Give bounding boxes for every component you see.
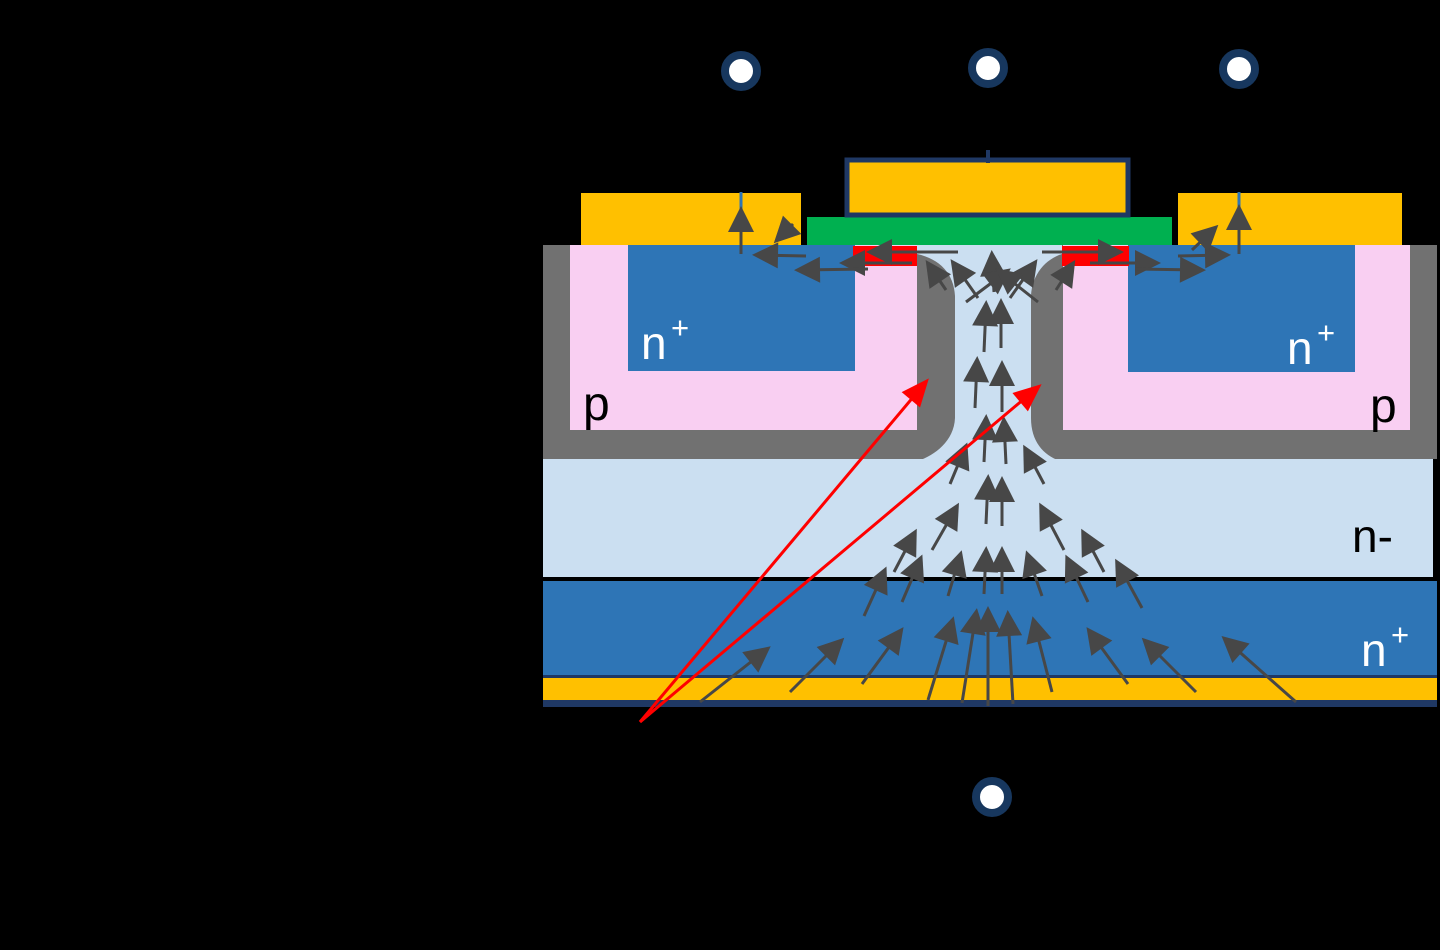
source-contact-right — [1178, 193, 1402, 245]
n-drift-layer — [543, 459, 1433, 577]
label-n-plus-right: n — [1287, 322, 1313, 374]
n-plus-substrate — [543, 581, 1437, 675]
label-n-plus-substrate: n — [1361, 624, 1387, 676]
n-drift-right-edge — [1433, 459, 1437, 577]
gate-oxide-layer — [807, 217, 1172, 245]
label-n-plus-substrate-sup: + — [1391, 617, 1409, 652]
gate-electrode — [844, 157, 1131, 218]
terminal-circle-source-left — [721, 51, 761, 91]
substrate-contact-boundary — [543, 675, 1437, 678]
label-n-plus-left: n — [641, 317, 667, 369]
label-n-plus-right-sup: + — [1317, 315, 1335, 350]
label-p-left: p — [583, 378, 610, 431]
label-p-right: p — [1370, 380, 1397, 433]
label-n-drift: n- — [1352, 510, 1393, 562]
n-plus-source-right — [1128, 245, 1355, 372]
drain-bottom-border — [543, 700, 1437, 707]
terminal-circle-source-right — [1219, 49, 1259, 89]
source-contact-left — [581, 193, 801, 245]
drain-contact-metal — [543, 678, 1437, 700]
terminal-circle-drain — [972, 777, 1012, 817]
channel-pointer-arrows — [638, 378, 1042, 724]
drift-substrate-boundary — [543, 577, 1437, 581]
current-flow-arrows — [699, 204, 1297, 706]
terminal-circle-gate — [968, 48, 1008, 88]
label-n-plus-left-sup: + — [671, 310, 689, 345]
